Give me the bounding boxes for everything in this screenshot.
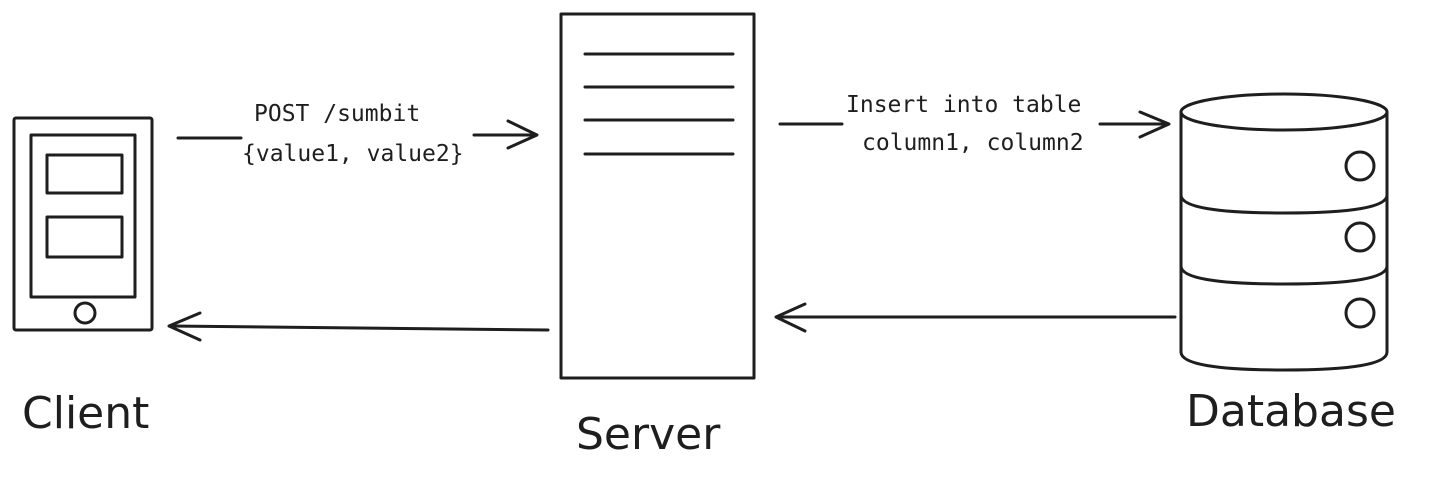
phone-body xyxy=(12,116,154,332)
arrow-database-to-server xyxy=(774,302,1177,333)
server-body xyxy=(559,12,756,380)
database-disk-3 xyxy=(1344,297,1376,329)
database-ring-1 xyxy=(1179,193,1389,215)
database-top xyxy=(1179,92,1389,132)
server-label: Server xyxy=(576,409,721,460)
database-node xyxy=(1179,92,1389,372)
client-label: Client xyxy=(22,388,149,439)
screen-widget-red xyxy=(45,215,124,259)
arrow-client-to-server xyxy=(176,119,539,150)
arrow-server-to-client xyxy=(167,311,550,342)
phone-screen xyxy=(29,133,137,299)
arrow-server-to-database xyxy=(778,110,1171,139)
database-body xyxy=(1179,110,1389,372)
insert-label-line1: Insert into table xyxy=(846,92,1081,118)
database-ring-2 xyxy=(1179,264,1389,286)
request-label-line2: {value1, value2} xyxy=(242,141,464,167)
request-label-line1: POST /sumbit xyxy=(254,101,420,127)
database-disk-2 xyxy=(1344,221,1376,253)
database-disk-1 xyxy=(1344,150,1376,182)
insert-label-line2: column1, column2 xyxy=(862,130,1084,156)
server-node xyxy=(559,12,756,380)
phone-home-button xyxy=(73,301,97,325)
client-node xyxy=(12,116,154,332)
database-label: Database xyxy=(1186,386,1396,437)
screen-widget-blue xyxy=(45,153,124,195)
